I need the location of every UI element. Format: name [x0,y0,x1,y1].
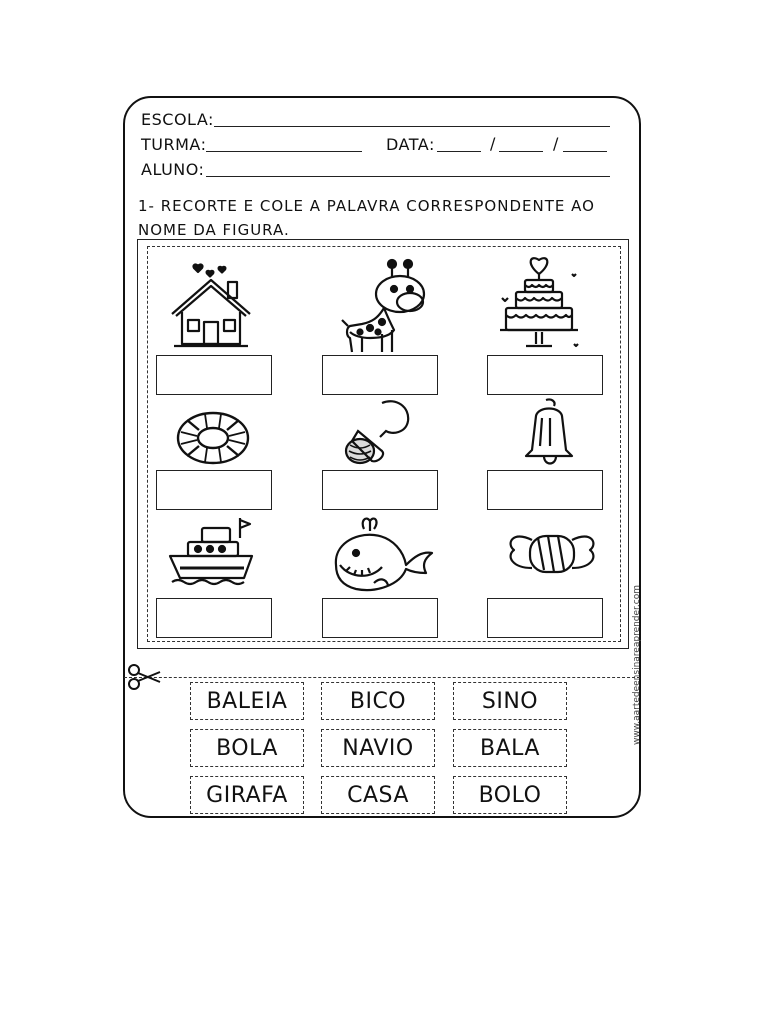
picture-grid-dashed [147,246,621,642]
website-credit: www.aartedeensinareaprender.com [630,575,644,755]
worksheet-frame [123,96,641,818]
bell-icon [524,398,574,465]
data-separator: / [490,134,496,153]
instruction-text: 1- RECORTE E COLE A PALAVRA CORRESPONDEN… [138,197,595,239]
answer-box-float-ring[interactable] [156,470,272,510]
word-card[interactable]: BOLO [453,776,567,814]
house-icon [171,263,251,348]
aluno-label: ALUNO: [141,160,205,179]
pacifier-icon [344,400,410,465]
website-credit-text: www.aartedeensinareaprender.com [632,584,642,746]
data-year-line[interactable] [563,151,607,152]
answer-box-house[interactable] [156,355,272,395]
answer-box-whale[interactable] [322,598,438,638]
word-card[interactable]: CASA [321,776,435,814]
float-ring-icon [176,411,250,465]
word-card[interactable]: BALA [453,729,567,767]
answer-box-pacifier[interactable] [322,470,438,510]
turma-label: TURMA: [141,135,207,154]
answer-box-candy[interactable] [487,598,603,638]
cut-line [124,677,640,678]
turma-line[interactable] [206,151,362,152]
escola-line[interactable] [214,126,610,127]
word-card[interactable]: BALEIA [190,682,304,720]
cake-icon [500,257,579,348]
escola-label: ESCOLA: [141,110,214,129]
scissors-icon [128,664,161,690]
data-label: DATA: [386,135,435,154]
candy-icon [509,534,595,574]
whale-icon [334,517,434,592]
giraffe-icon [341,258,426,353]
word-card[interactable]: SINO [453,682,567,720]
answer-box-giraffe[interactable] [322,355,438,395]
word-card[interactable]: GIRAFA [190,776,304,814]
aluno-line[interactable] [206,176,610,177]
data-separator: / [553,134,559,153]
picture-grid [137,239,629,649]
word-card[interactable]: NAVIO [321,729,435,767]
word-card[interactable]: BICO [321,682,435,720]
answer-box-cake[interactable] [487,355,603,395]
answer-box-bell[interactable] [487,470,603,510]
data-day-line[interactable] [437,151,481,152]
answer-box-ship[interactable] [156,598,272,638]
word-card[interactable]: BOLA [190,729,304,767]
ship-icon [168,518,254,586]
data-month-line[interactable] [499,151,543,152]
